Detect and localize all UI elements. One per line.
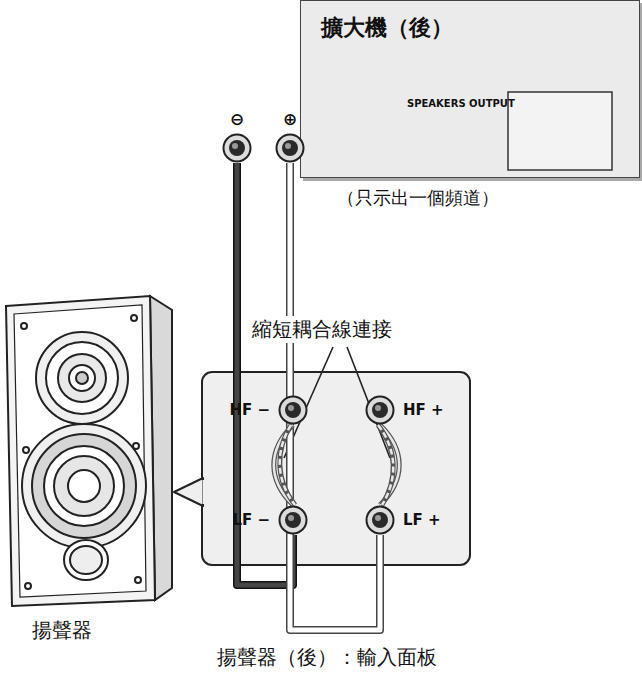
polarity-symbol: ⊖	[230, 110, 244, 129]
speaker-cable	[290, 163, 380, 630]
annotation: （只示出一個頻道）	[335, 186, 501, 210]
input-panel	[174, 372, 470, 565]
panel-label: SPEAKERS OUTPUT	[407, 98, 515, 109]
jumper-wire	[274, 425, 295, 505]
annotation: 縮短耦合線連接	[250, 316, 394, 343]
terminal-symbol	[365, 395, 395, 425]
terminal-label: LF +	[403, 512, 441, 529]
terminal: LF +	[365, 505, 441, 535]
terminal-symbol	[278, 505, 308, 535]
speaker-illustration	[6, 296, 172, 606]
jumper-wire	[378, 425, 399, 505]
terminal: ⊕	[275, 110, 305, 163]
terminal-label: HF −	[229, 402, 270, 419]
terminal-symbol	[275, 133, 305, 163]
terminal: HF +	[365, 395, 444, 425]
terminal: LF −	[232, 505, 308, 535]
device-title: 擴大機（後）	[321, 13, 453, 43]
amplifier-box: 擴大機（後）SPEAKERS OUTPUT⊖⊕	[300, 0, 640, 178]
terminal: HF −	[229, 395, 308, 425]
annotation: 揚聲器（後）：輸入面板	[215, 644, 439, 671]
terminal-symbol	[278, 395, 308, 425]
terminal-symbol	[365, 505, 395, 535]
terminal: ⊖	[222, 110, 252, 163]
terminal-label: HF +	[403, 402, 444, 419]
polarity-symbol: ⊕	[283, 110, 297, 129]
terminal-label: LF −	[232, 512, 270, 529]
terminal-symbol	[222, 133, 252, 163]
annotation: 揚聲器	[30, 617, 94, 644]
